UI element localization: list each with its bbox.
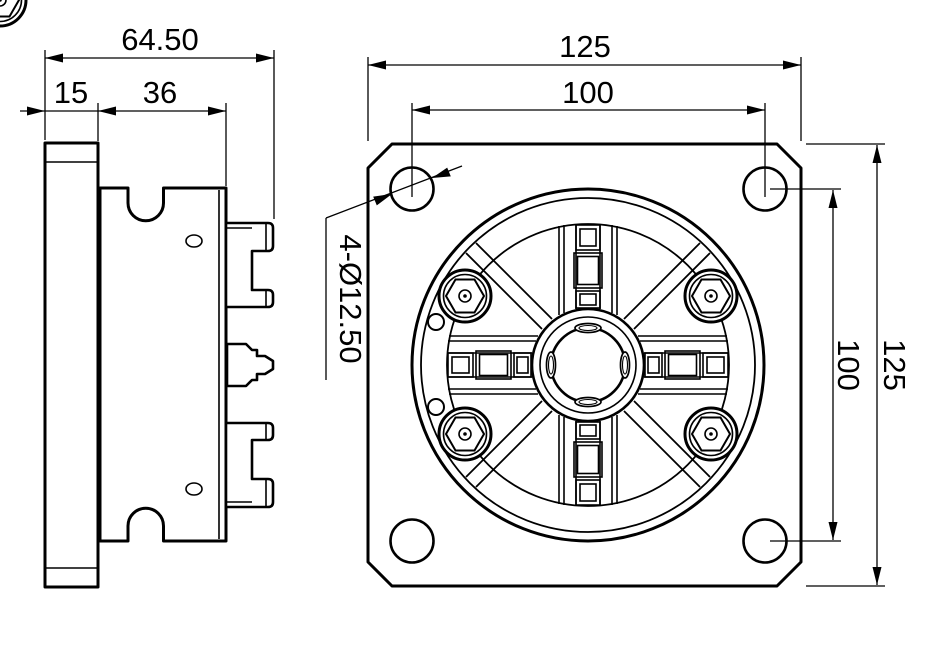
callout-corner-holes: 4-Ø12.50 (325, 165, 463, 380)
front-view: 125 100 100 125 (0, 0, 912, 588)
side-flange-outline (43, 141, 100, 589)
dim-text-hole-spacing-horizontal: 100 (562, 75, 614, 110)
dim-text-plate-height: 125 (877, 339, 912, 391)
dim-plate-width: 125 (367, 29, 802, 141)
cross-diagonals (465, 242, 711, 488)
arrow-right-icon (208, 106, 226, 116)
side-center-boss (225, 342, 275, 388)
arrow-left-icon (368, 60, 386, 70)
side-body-hole-bottom (185, 482, 203, 496)
corner-hole-bottom-left (389, 518, 435, 564)
dim-text-overall-depth: 64.50 (121, 22, 199, 57)
arrow-right-icon (783, 60, 801, 70)
arrow-diagonal-icon (373, 194, 392, 206)
dim-text-flange-thickness: 15 (54, 75, 88, 110)
socket-head-screw (0, 0, 28, 28)
pin-hole-lower (427, 398, 445, 416)
arrow-down-icon (872, 567, 882, 585)
center-hub (530, 307, 646, 423)
side-jaw-bottom (224, 421, 275, 509)
dim-flange-and-body: 15 36 (20, 75, 227, 186)
dim-overall-depth: 64.50 (44, 22, 275, 219)
chuck-outer-inner-circle (420, 197, 756, 533)
chuck-face-circle (446, 223, 730, 507)
arrow-right-icon (256, 53, 274, 63)
dim-hole-spacing-horizontal: 100 (411, 75, 766, 197)
arrow-down-icon (828, 522, 838, 540)
arrow-left-icon (45, 53, 63, 63)
side-body-outline (98, 186, 228, 543)
arrow-left-icon (98, 106, 116, 116)
dim-plate-height: 125 (806, 143, 912, 587)
side-jaw-top (224, 221, 275, 309)
dim-text-plate-width: 125 (559, 29, 611, 64)
dim-text-corner-holes: 4-Ø12.50 (333, 234, 368, 363)
dim-text-body-depth: 36 (143, 75, 177, 110)
arrow-up-icon (828, 190, 838, 208)
dim-text-hole-spacing-vertical: 100 (831, 339, 866, 391)
arrow-up-icon (872, 145, 882, 163)
arrow-right-icon (747, 105, 765, 115)
side-view: 64.50 15 36 (20, 22, 275, 589)
side-body-hole-top (185, 234, 203, 248)
arrow-diagonal-icon (432, 167, 451, 178)
dim-hole-spacing-vertical: 100 (770, 188, 866, 542)
arrow-left-icon (412, 105, 430, 115)
pin-hole-upper (427, 313, 445, 331)
jaw-guideway (558, 224, 618, 315)
chuck-outer-circle (410, 187, 766, 543)
arrow-right-icon (27, 106, 45, 116)
bore-lobe-notches (545, 322, 631, 408)
